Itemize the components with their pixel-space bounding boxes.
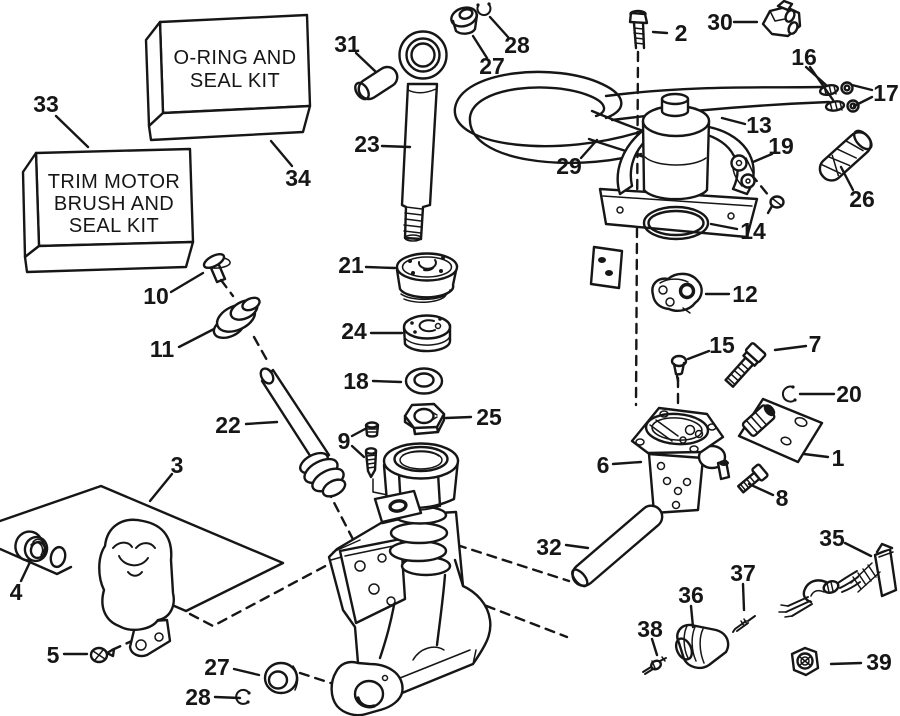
part-28-clip-top xyxy=(476,2,492,17)
callout-34: 34 xyxy=(285,165,311,191)
callout-2: 2 xyxy=(675,20,688,46)
part-13-trim-motor xyxy=(589,92,759,290)
part-25-locknut xyxy=(403,402,446,436)
callout-31: 31 xyxy=(334,31,360,57)
callout-15: 15 xyxy=(709,332,735,358)
part-10-screw xyxy=(202,253,231,284)
part-7-bolt xyxy=(724,342,767,388)
callout-24: 24 xyxy=(341,318,367,344)
callout-27-top: 27 xyxy=(479,53,505,79)
kit-box-oring-line2: SEAL KIT xyxy=(190,70,280,92)
part-38-terminal xyxy=(642,656,667,675)
callout-39: 39 xyxy=(866,649,892,675)
part-20-clip xyxy=(782,385,797,403)
callout-36: 36 xyxy=(678,582,704,608)
part-19-link-and-screw xyxy=(730,154,785,215)
callout-6: 6 xyxy=(597,452,610,478)
part-37-pin xyxy=(732,615,756,633)
part-9-bleed-screws xyxy=(364,421,389,496)
dashed-alignment-lines xyxy=(110,50,771,691)
callout-32: 32 xyxy=(536,534,562,560)
part-15-screw xyxy=(670,354,688,383)
part-18-washer xyxy=(404,367,444,395)
kit-box-oring-seal: O-RING AND SEAL KIT xyxy=(144,13,312,142)
kit-box-trim-line1: TRIM MOTOR xyxy=(48,171,181,193)
callout-28-bottom: 28 xyxy=(185,684,211,710)
callout-27-bottom: 27 xyxy=(204,654,230,680)
callout-9: 9 xyxy=(338,428,351,454)
callout-33: 33 xyxy=(33,91,59,117)
part-22-tube xyxy=(259,367,347,498)
part-11-plug xyxy=(212,296,261,340)
callout-labels: 1 2 3 4 5 6 7 8 9 10 11 12 13 14 15 16 1… xyxy=(10,9,899,710)
kit-box-trim-motor: TRIM MOTOR BRUSH AND SEAL KIT xyxy=(21,147,195,274)
callout-23: 23 xyxy=(354,131,380,157)
callout-18: 18 xyxy=(343,368,369,394)
part-21-cap xyxy=(395,252,459,303)
callout-25: 25 xyxy=(476,404,502,430)
callout-38: 38 xyxy=(637,616,663,642)
part-32-rod xyxy=(571,504,664,588)
callout-35: 35 xyxy=(819,525,845,551)
kit-box-trim-line3: SEAL KIT xyxy=(69,215,159,237)
kit-box-oring-line1: O-RING AND xyxy=(174,47,297,69)
main-housing xyxy=(327,442,492,716)
callout-3: 3 xyxy=(171,452,184,478)
part-1-seal-kit-plate xyxy=(737,397,824,464)
part-36-boot xyxy=(674,623,730,670)
callout-22: 22 xyxy=(215,412,241,438)
callout-12: 12 xyxy=(732,281,758,307)
part-39-nut xyxy=(790,646,820,677)
callout-21: 21 xyxy=(338,252,364,278)
part-35-connector-leads xyxy=(778,542,898,618)
part-26-sleeve xyxy=(818,129,873,182)
callout-7: 7 xyxy=(809,331,822,357)
callout-5: 5 xyxy=(47,642,60,668)
part-30-connector xyxy=(761,0,802,38)
callout-17: 17 xyxy=(873,80,899,106)
callout-4: 4 xyxy=(10,579,23,605)
callout-30: 30 xyxy=(707,9,733,35)
part-4-bushing xyxy=(14,530,67,569)
part-27-grommet-bottom xyxy=(263,661,299,695)
part-31-pin xyxy=(354,65,399,101)
callout-19: 19 xyxy=(768,133,794,159)
callout-20: 20 xyxy=(836,381,862,407)
part-6-valve-body xyxy=(630,406,731,515)
callout-28-top: 28 xyxy=(504,32,530,58)
part-12-pump-cover xyxy=(651,272,703,314)
part-24-spool xyxy=(402,314,452,353)
leader-lines xyxy=(19,15,874,700)
motor-cover xyxy=(98,518,175,658)
callout-10: 10 xyxy=(143,283,169,309)
callout-8: 8 xyxy=(776,485,789,511)
part-5-screw xyxy=(89,646,116,664)
callout-13: 13 xyxy=(746,112,772,138)
part-2-screw xyxy=(628,9,649,50)
callout-37: 37 xyxy=(730,560,756,586)
kit-box-trim-line2: BRUSH AND xyxy=(54,193,174,215)
part-28-clip-bottom xyxy=(235,688,251,705)
callout-1: 1 xyxy=(832,445,845,471)
part-8-screw xyxy=(736,463,769,494)
callout-26: 26 xyxy=(849,186,875,212)
callout-29: 29 xyxy=(556,153,582,179)
callout-14: 14 xyxy=(740,218,766,244)
part-14-oring xyxy=(642,205,710,241)
part-27-cup-top xyxy=(450,6,479,35)
callout-16: 16 xyxy=(791,44,817,70)
part-23-tilt-shaft xyxy=(398,30,448,242)
callout-11: 11 xyxy=(150,336,175,362)
